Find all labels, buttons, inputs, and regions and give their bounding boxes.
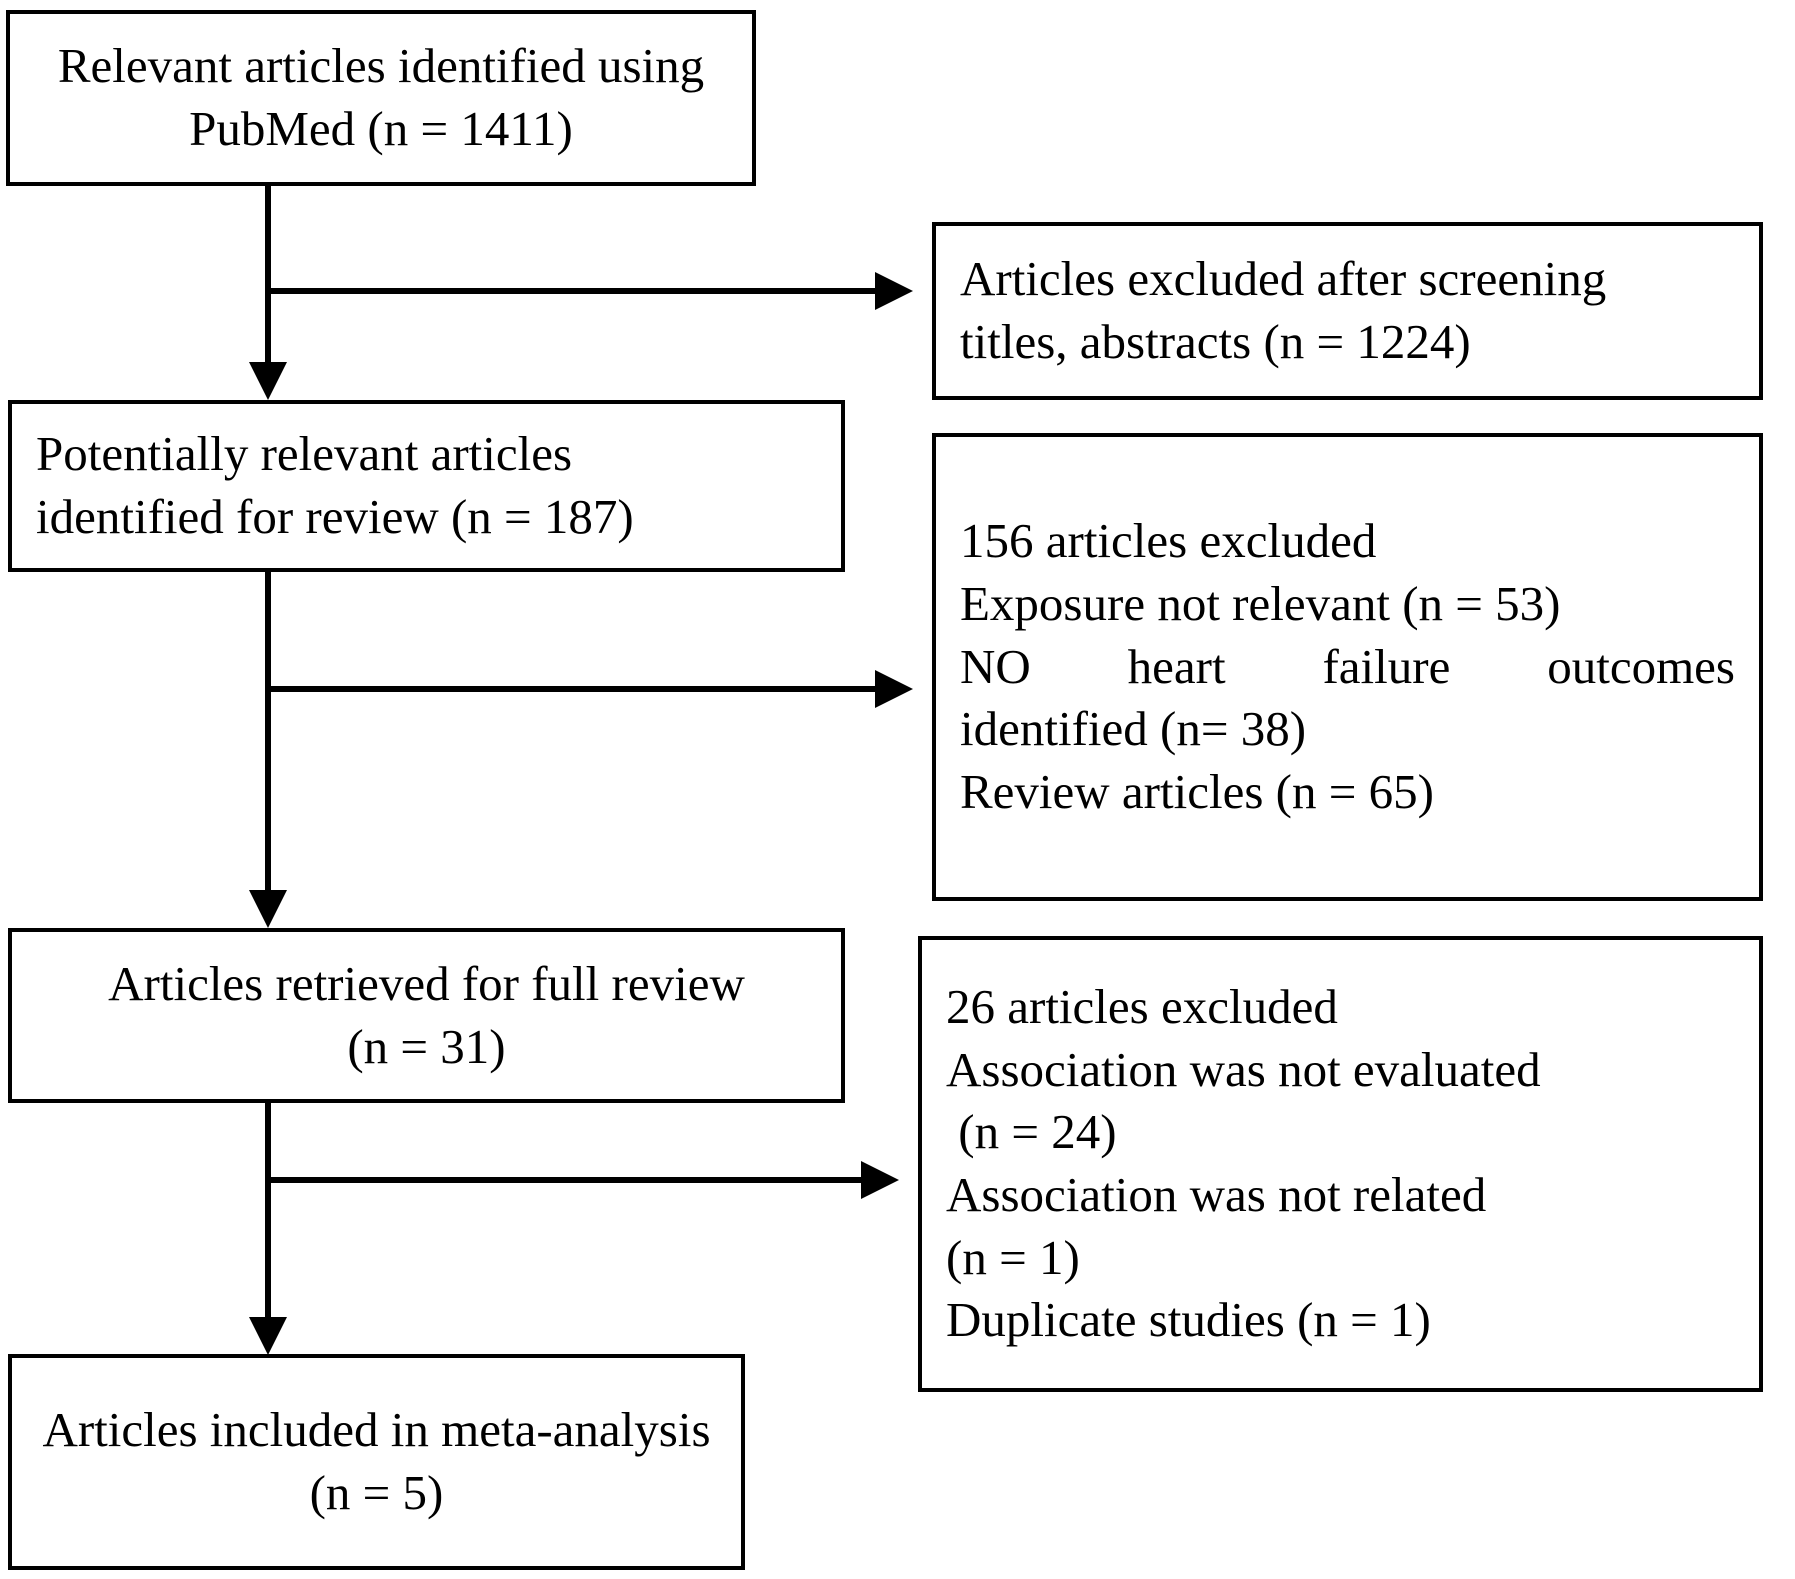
- arrow-down-icon: [249, 1317, 287, 1355]
- node-line: (n = 5): [309, 1465, 444, 1520]
- node-line: Review articles (n = 65): [960, 764, 1434, 820]
- node-line: Association was not related: [946, 1167, 1487, 1222]
- node-line: PubMed (n = 1411): [189, 101, 573, 156]
- node-line: identified (n= 38): [960, 701, 1307, 757]
- node-line: (n = 31): [347, 1018, 506, 1074]
- arrow-right-icon: [875, 272, 913, 310]
- arrow-right-icon: [875, 670, 913, 708]
- node-line: 156 articles excluded: [960, 513, 1377, 569]
- connector-potentially-to-excluded-156: [265, 686, 875, 692]
- node-line: Potentially relevant articles: [36, 426, 573, 482]
- node-line: Articles retrieved for full review: [108, 955, 745, 1011]
- node-line: Relevant articles identified using: [57, 38, 705, 94]
- node-line: Articles excluded after screening: [960, 251, 1607, 307]
- node-line: (n = 1): [946, 1229, 1080, 1285]
- arrow-down-icon: [249, 362, 287, 400]
- node-line: Duplicate studies (n = 1): [946, 1292, 1431, 1348]
- node-articles-retrieved-full-review: Articles retrieved for full review (n = …: [8, 928, 845, 1103]
- node-relevant-articles-identified: Relevant articles identified using PubMe…: [6, 10, 756, 186]
- node-line: NO heart failure outcomes: [960, 638, 1735, 694]
- arrow-down-icon: [249, 890, 287, 928]
- connector-identified-to-potentially: [265, 186, 271, 364]
- node-line: Association was not evaluated: [946, 1041, 1541, 1097]
- connector-retrieved-to-excluded-26: [265, 1177, 861, 1183]
- node-line: identified for review (n = 187): [36, 489, 634, 544]
- node-line: titles, abstracts (n = 1224): [960, 314, 1471, 369]
- node-potentially-relevant-articles: Potentially relevant articles identified…: [8, 400, 845, 572]
- node-line: Exposure not relevant (n = 53): [960, 575, 1561, 631]
- node-articles-included-meta-analysis: Articles included in meta-analysis (n = …: [8, 1354, 745, 1570]
- node-156-articles-excluded: 156 articles excluded Exposure not relev…: [932, 433, 1763, 901]
- connector-retrieved-to-included: [265, 1103, 271, 1319]
- node-line: Articles included in meta-analysis: [42, 1402, 711, 1458]
- node-articles-excluded-after-screening: Articles excluded after screening titles…: [932, 222, 1763, 400]
- connector-identified-to-excluded-screening: [265, 288, 875, 294]
- node-26-articles-excluded: 26 articles excluded Association was not…: [918, 936, 1763, 1392]
- arrow-right-icon: [861, 1161, 899, 1199]
- node-line: (n = 24): [946, 1104, 1117, 1160]
- node-line: 26 articles excluded: [946, 978, 1338, 1034]
- connector-potentially-to-retrieved: [265, 572, 271, 892]
